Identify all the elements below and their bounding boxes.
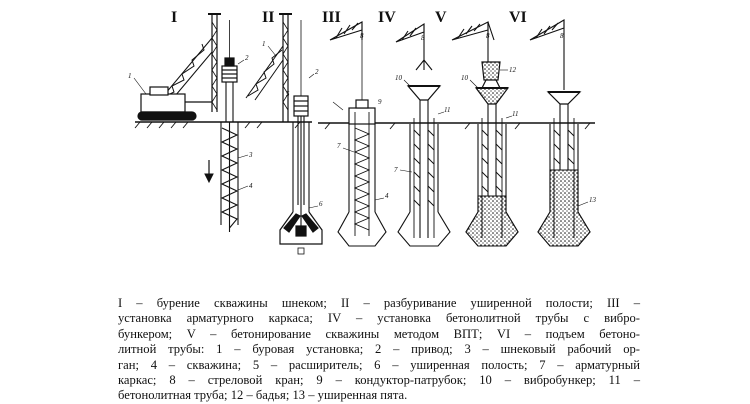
crane-boom-6: [529, 19, 565, 90]
reaming-mast: [279, 13, 292, 122]
callout-cage-4: 7: [394, 166, 398, 174]
concrete-pipe-4: [419, 100, 429, 238]
vibro-bunker-4: [406, 85, 442, 101]
caption-line: I – бурение скважины шнеком; II – разбур…: [118, 296, 640, 310]
callout-crane-6: 8: [560, 32, 564, 40]
vibro-bunker-6: [546, 91, 582, 105]
reinforcement-cage-6: [553, 118, 575, 238]
ground-hatching: [134, 121, 591, 130]
concreted-pile: [537, 124, 591, 247]
caption-line: бункером; V – бетонирование скважины мет…: [118, 326, 640, 341]
stage-2-reaming: II: [245, 9, 323, 255]
callout-expander: 5: [286, 90, 290, 98]
stage-4-label: IV: [378, 9, 396, 26]
callout-concrete-pipe-5: 11: [512, 110, 518, 118]
stage-5-concreting: V: [435, 9, 519, 247]
callout-crane-3: 8: [360, 32, 364, 40]
callout-widened-cavity: 6: [319, 200, 323, 208]
caption-line: бетонолитная труба; 12 – бадья; 13 – уши…: [118, 388, 408, 403]
concrete-bucket: [481, 61, 501, 89]
stage-6-label: VI: [509, 9, 527, 26]
reaming-well: [292, 116, 310, 232]
callout-vibro-bunker-5: 10: [461, 74, 469, 82]
well-5: [465, 124, 519, 247]
crane-boom-4: [395, 22, 433, 71]
callout-widened-heel: 13: [589, 196, 597, 204]
callout-concrete-pipe: 11: [444, 106, 450, 114]
callout-drive-2: 2: [315, 68, 319, 76]
reaming-boom: [245, 45, 284, 101]
callout-crane-5: 8: [486, 32, 490, 40]
callout-crane: 1: [262, 40, 266, 48]
auger-kelly: [225, 82, 234, 122]
well-4: [397, 124, 451, 247]
stage-3-label: III: [322, 9, 341, 26]
vibro-bunker-5: [474, 87, 510, 105]
stage-5-label: V: [435, 9, 447, 26]
callout-vibro-bunker: 10: [395, 74, 403, 82]
figure-caption: I – бурение скважины шнеком; II – разбур…: [118, 296, 640, 404]
auger-in-well: [220, 122, 239, 232]
stage-2-label: II: [262, 9, 274, 26]
callout-auger: 3: [248, 151, 253, 159]
drilling-mast: [208, 13, 221, 112]
caption-line: установка арматурного каркаса; IV – уста…: [118, 311, 640, 326]
conductor-sleeve: [348, 99, 376, 125]
reaming-drive: [293, 20, 309, 117]
callout-well-3: 4: [385, 192, 389, 200]
well-3: [337, 124, 387, 247]
reinforcement-cage-4: [413, 118, 435, 238]
caption-line: каркас; 8 – стреловой кран; 9 – кондукто…: [118, 373, 640, 388]
stage-4-pipe-install: IV: [378, 9, 451, 247]
stage-3-cage-install: III: [322, 9, 389, 247]
callout-cage: 7: [337, 142, 341, 150]
reinforcement-cage-3: [353, 112, 371, 236]
caption-line: литной трубы: 1 – буровая установка; 2 –…: [118, 342, 640, 357]
stage-6-pipe-lifting: VI: [509, 9, 597, 247]
stage-1-drilling: I: [128, 9, 253, 232]
caption-line: ган; 4 – скважина; 5 – расширитель; 6 – …: [118, 357, 640, 372]
callout-crane-4: 8: [421, 34, 425, 42]
drilling-rig-base: [137, 86, 212, 121]
reinforcement-cage-5: [481, 118, 503, 238]
callout-bucket: 12: [509, 66, 517, 74]
concrete-pipe-6: [559, 104, 569, 170]
pile-construction-diagram: I: [128, 9, 597, 255]
callout-well: 4: [249, 182, 253, 190]
callout-drive: 2: [245, 54, 249, 62]
callout-conductor: 9: [378, 98, 382, 106]
stage-1-label: I: [171, 9, 177, 26]
auger-drive: [221, 20, 238, 83]
widened-cavity: [279, 211, 323, 255]
down-arrow-icon: [204, 160, 214, 184]
callout-drilling-rig: 1: [128, 72, 132, 80]
crane-boom-3: [329, 21, 363, 104]
crane-boom-5: [451, 21, 495, 62]
